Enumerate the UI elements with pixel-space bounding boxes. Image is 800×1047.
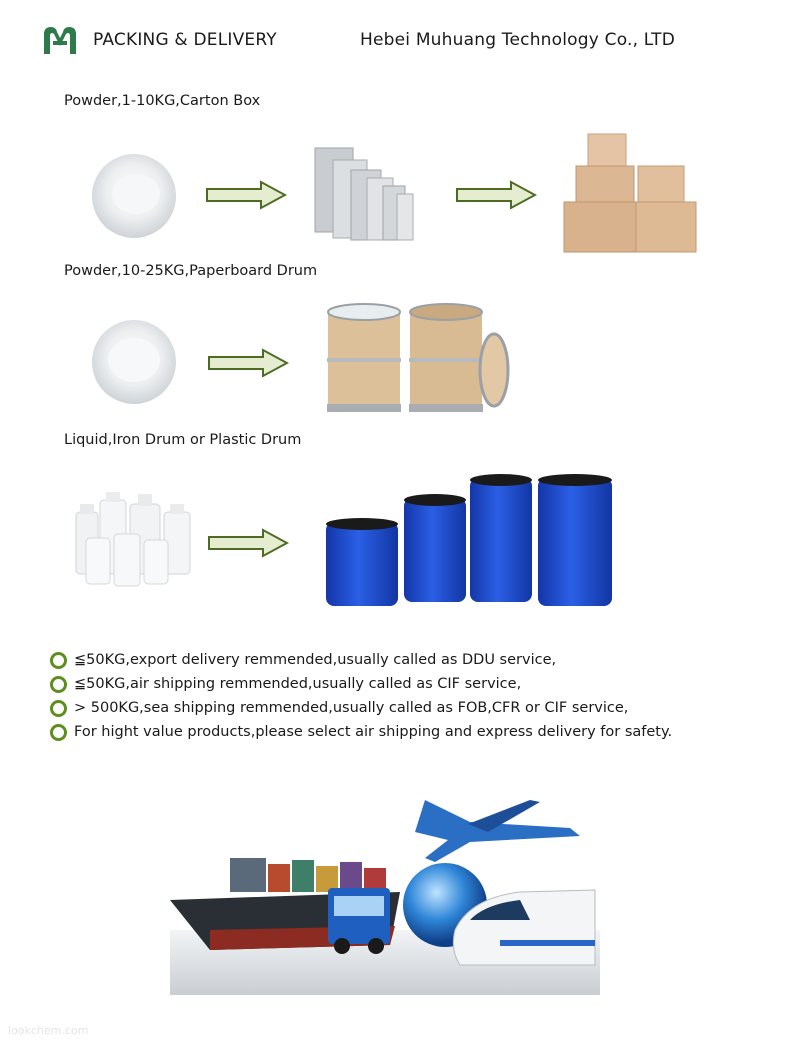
foil-bags-image [314,147,414,241]
arrow-right-icon [208,528,289,558]
plastic-bottles-image [75,492,191,587]
note-text: For hight value products,please select a… [74,724,673,740]
arrow-right-icon [456,180,537,210]
delivery-notes-list: ≦50KG,export delivery remmended,usually … [50,648,790,744]
powder-dish-image [92,154,176,238]
company-logo-icon [44,27,76,54]
carton-boxes-image [563,133,697,253]
section-label-paperboard: Powder,10-25KG,Paperboard Drum [64,263,318,279]
page-title: PACKING & DELIVERY [93,30,277,50]
note-text: ≦50KG,export delivery remmended,usually … [74,652,557,668]
note-text: > 500KG,sea shipping remmended,usually c… [74,700,629,716]
list-item: > 500KG,sea shipping remmended,usually c… [50,696,790,720]
paperboard-drums-image [327,303,510,412]
bullet-ring-icon [50,651,67,669]
watermark-text: lookchem.com [8,1024,89,1037]
bullet-ring-icon [50,723,67,741]
section-label-liquid: Liquid,Iron Drum or Plastic Drum [64,432,302,448]
transport-collage-image [170,800,600,995]
list-item: ≦50KG,air shipping remmended,usually cal… [50,672,790,696]
list-item: For hight value products,please select a… [50,720,790,744]
arrow-right-icon [206,180,287,210]
list-item: ≦50KG,export delivery remmended,usually … [50,648,790,672]
arrow-right-icon [208,348,289,378]
powder-dish-image [92,320,176,404]
bullet-ring-icon [50,675,67,693]
blue-drums-image [326,474,612,606]
section-label-carton: Powder,1-10KG,Carton Box [64,93,261,109]
bullet-ring-icon [50,699,67,717]
note-text: ≦50KG,air shipping remmended,usually cal… [74,676,522,692]
company-name: Hebei Muhuang Technology Co., LTD [360,30,676,50]
